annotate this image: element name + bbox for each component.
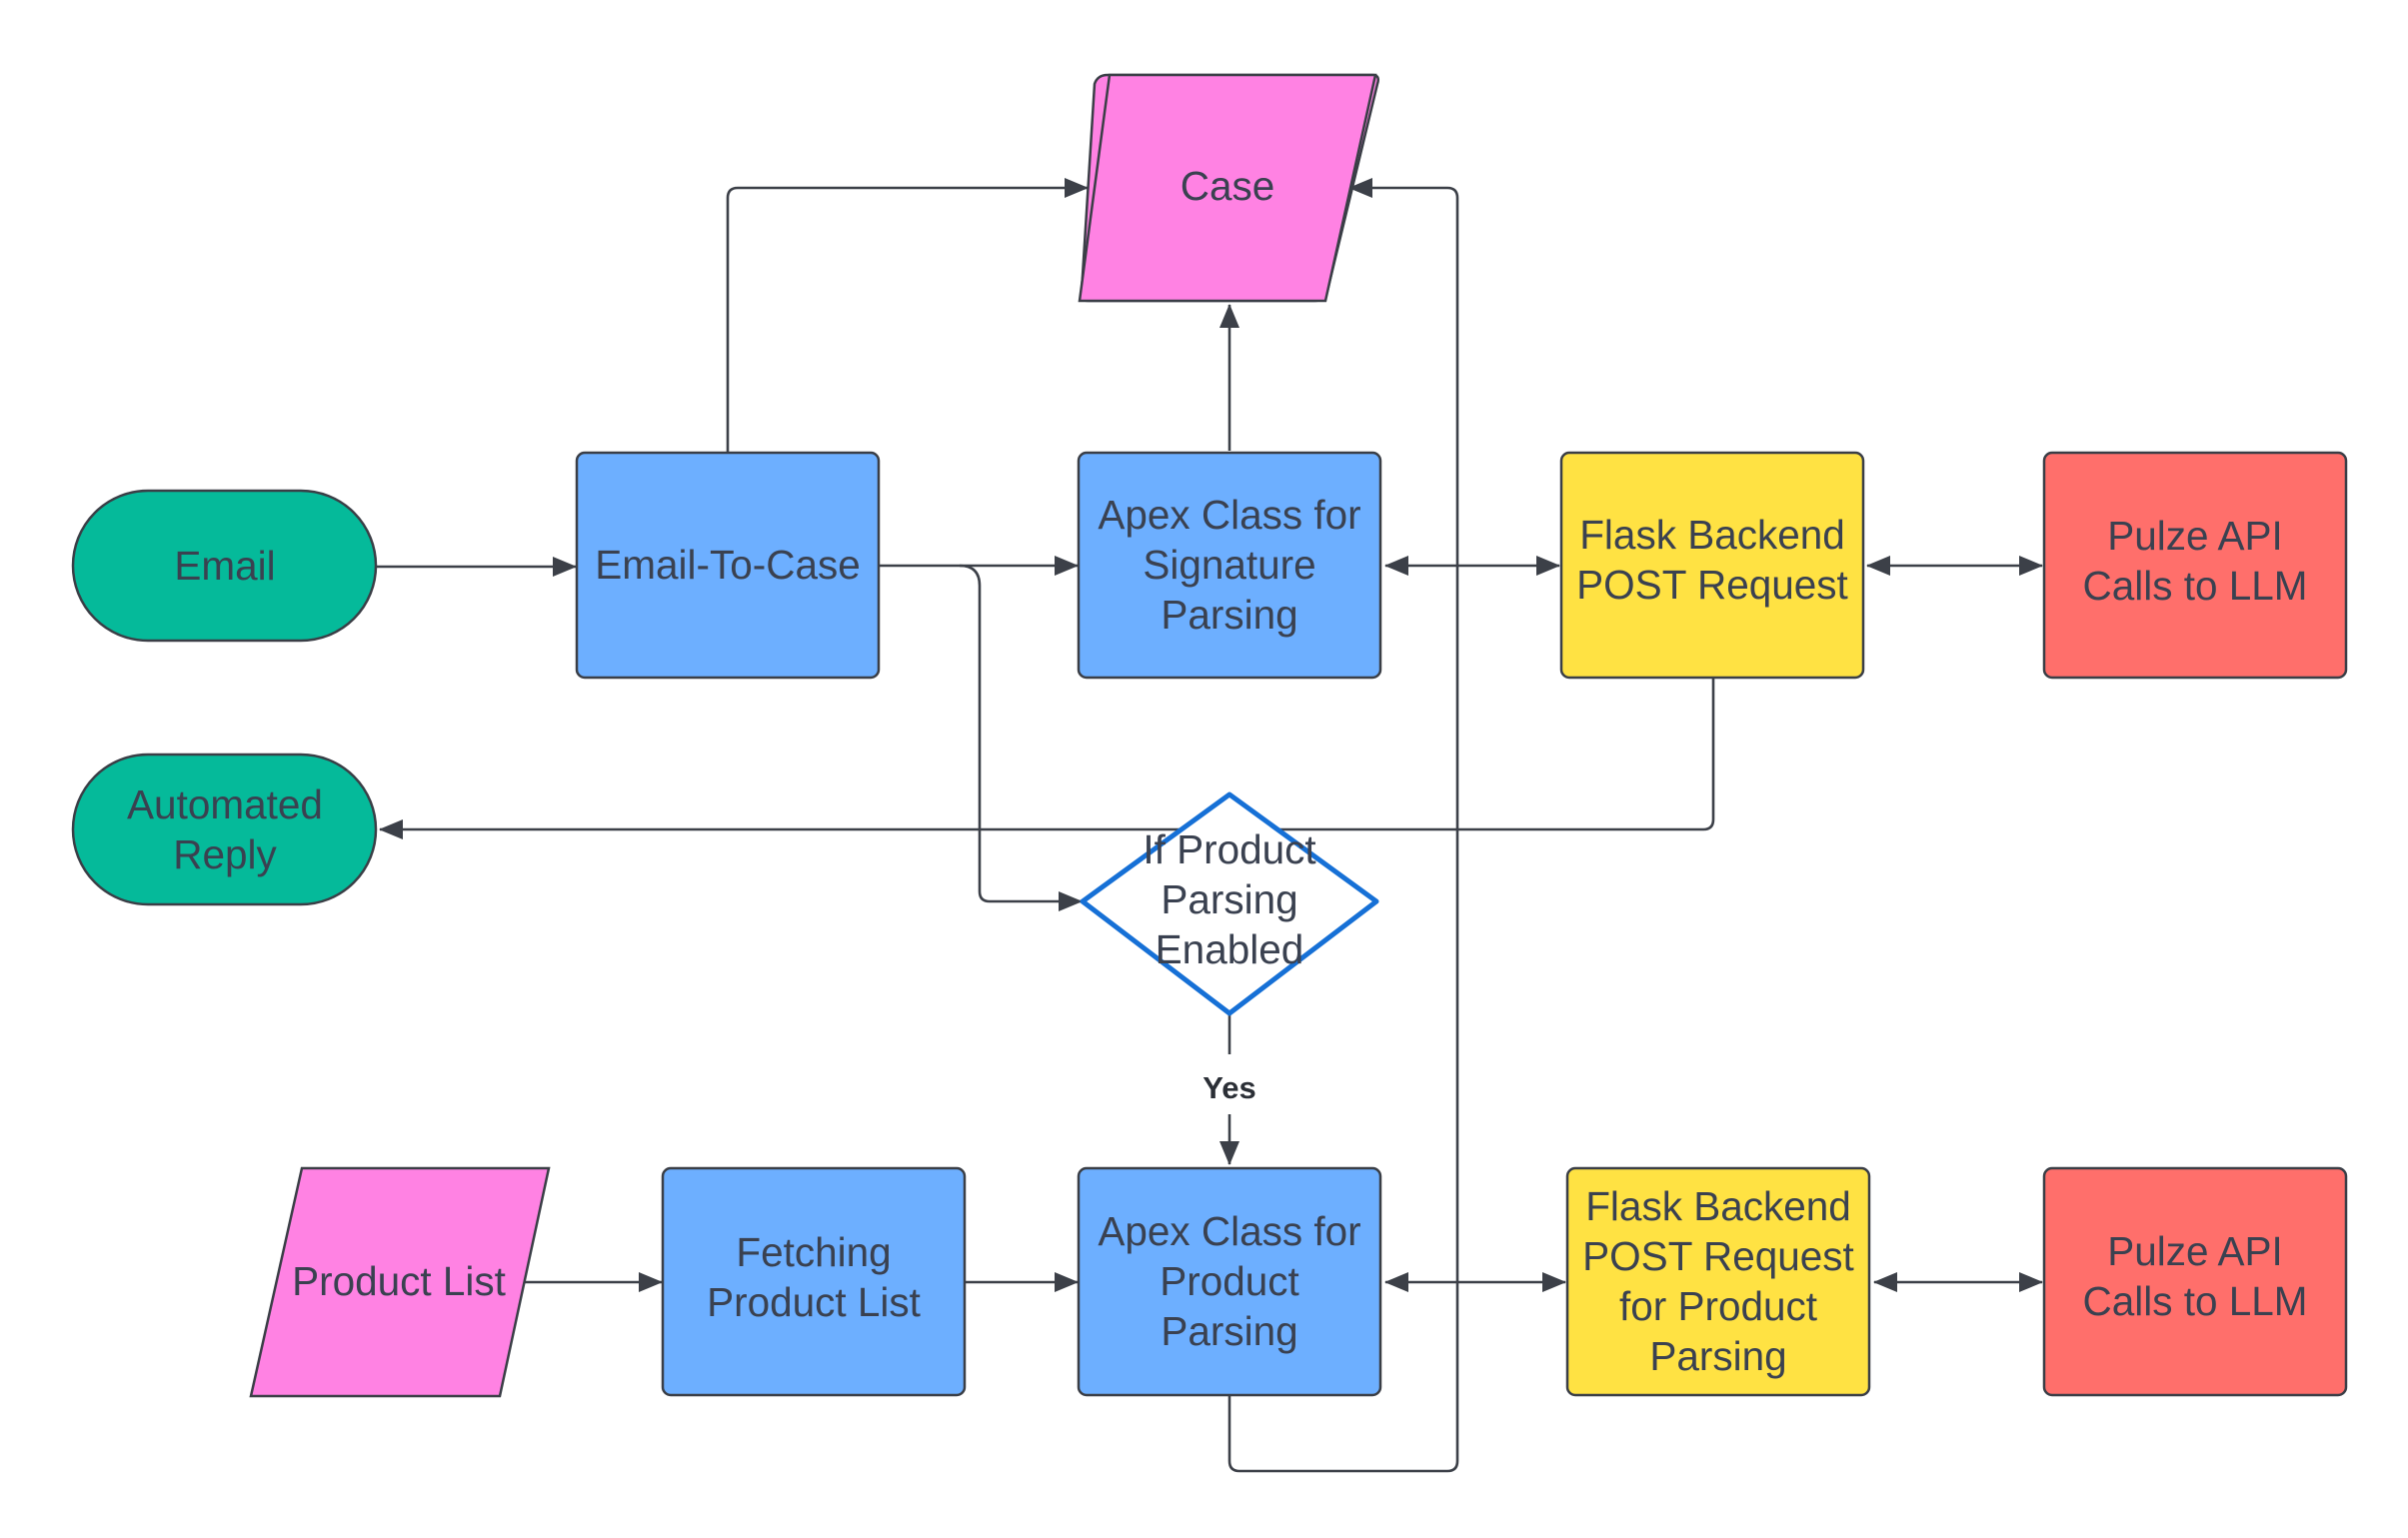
label-line: If Product	[1143, 826, 1315, 872]
label-line: Case	[1181, 163, 1275, 209]
label-line: POST Request	[1576, 562, 1848, 608]
label-line: Email-To-Case	[595, 542, 861, 588]
label-line: Signature	[1143, 542, 1315, 588]
node-product-list-label: Product List	[292, 1258, 506, 1304]
label-line: Apex Class for	[1098, 492, 1360, 538]
label-line: Apex Class for	[1098, 1208, 1360, 1254]
label-line: for Product	[1619, 1283, 1817, 1329]
node-case: Case	[1078, 73, 1380, 303]
label-line: Pulze API	[2107, 1228, 2283, 1274]
label-line: Parsing	[1161, 1308, 1297, 1354]
label-line: Automated	[127, 781, 323, 827]
label-line: Calls to LLM	[2082, 1278, 2307, 1324]
node-email: Email	[71, 489, 378, 643]
edge-emailtocase-to-decision	[959, 564, 1083, 911]
label-line: POST Request	[1582, 1233, 1854, 1279]
label-line: Enabled	[1156, 926, 1304, 972]
node-email-label: Email	[174, 543, 275, 589]
label-line: Flask Backend	[1585, 1183, 1851, 1229]
node-email-to-case-label: Email-To-Case	[595, 542, 861, 588]
edge-flask-to-automated-reply	[379, 679, 1715, 839]
label-line: Email	[174, 543, 275, 589]
node-product-list	[249, 1166, 551, 1398]
label-line: Flask Backend	[1579, 512, 1845, 558]
label-line: Reply	[173, 831, 277, 877]
label-line: Parsing	[1649, 1333, 1786, 1379]
label-line: Product	[1160, 1258, 1299, 1304]
label-line: Product List	[292, 1258, 506, 1304]
label-line: Parsing	[1161, 592, 1297, 638]
edge-label-yes: Yes	[1203, 1070, 1255, 1105]
label-line: Pulze API	[2107, 513, 2283, 559]
edge-emailtocase-to-case	[726, 178, 1089, 452]
node-case-label: Case	[1181, 163, 1275, 209]
label-line: Parsing	[1161, 876, 1297, 922]
label-line: Fetching	[736, 1229, 891, 1275]
edge-apex-product-to-case	[1227, 178, 1459, 1473]
node-email-to-case: Email-To-Case	[575, 451, 881, 680]
label-line: Calls to LLM	[2082, 563, 2307, 609]
label-line: Product List	[707, 1279, 921, 1325]
